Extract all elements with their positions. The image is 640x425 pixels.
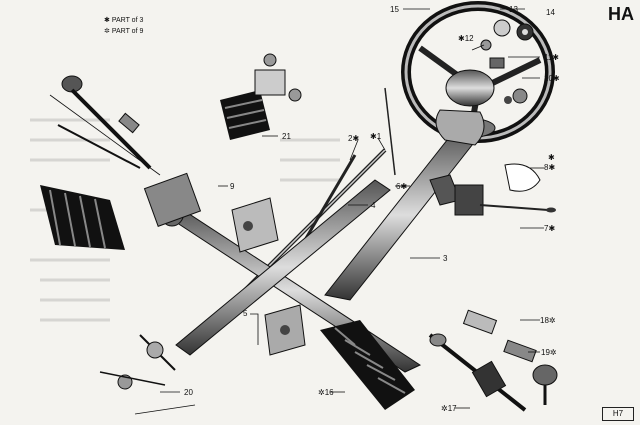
- callout-8: 8✱: [544, 163, 555, 172]
- callout-14: 14: [546, 8, 555, 17]
- legend-symbol: ✲: [104, 28, 110, 35]
- callout-1: ✱1: [370, 132, 382, 141]
- background-table: [30, 118, 340, 322]
- horn-push-parts: [493, 19, 534, 41]
- indicator-switch: [454, 163, 556, 216]
- callout-16: ✲16: [318, 388, 334, 397]
- callout-19: 19✲: [541, 348, 557, 357]
- callout-5: 5: [243, 309, 248, 318]
- legend-text: PART of 3: [111, 17, 144, 24]
- legend-item: ✲ PART of 9: [104, 26, 143, 37]
- callout-11: 11✱: [544, 53, 559, 62]
- page-reference: H7: [602, 407, 634, 421]
- rack-gaiter-right: [320, 320, 415, 410]
- rack-gaiter-left: [40, 185, 125, 250]
- legend-text: PART of 9: [111, 28, 144, 35]
- pinion-linkage: [99, 334, 176, 390]
- callout-20: 20: [184, 388, 193, 397]
- horn-contact-parts: [480, 39, 528, 104]
- callout-21: 21: [282, 132, 291, 141]
- callout-labels: 15 13 14 ✱12 11✱ 10✱ 21 2✱ ✱1 6✱ ✱ 8✱ 7✱…: [184, 5, 560, 413]
- callout-18: 18✲: [540, 316, 556, 325]
- leader-lines: [49, 8, 544, 415]
- tie-rod-left: [57, 75, 152, 170]
- column-mounting-bracket: [231, 197, 306, 356]
- callout-8b: ✱: [548, 153, 555, 162]
- callout-13: 13: [509, 5, 518, 14]
- callout-9: 9: [230, 182, 235, 191]
- callout-12: ✱12: [458, 34, 474, 43]
- callout-15: 15: [390, 5, 399, 14]
- callout-6: 6✱: [396, 182, 407, 191]
- legend-item: ✱ PART of 3: [104, 15, 143, 26]
- section-code: HA: [608, 4, 634, 24]
- tie-rod-end-parts: [462, 309, 558, 405]
- legend-symbol: ✱: [104, 17, 110, 24]
- universal-joint: [220, 53, 302, 140]
- callout-4: 4: [371, 201, 376, 210]
- callout-7: 7✱: [544, 224, 555, 233]
- tie-rod-right: [428, 333, 527, 412]
- callout-10: 10✱: [544, 74, 560, 83]
- callout-3: 3: [443, 254, 448, 263]
- callout-17: ✲17: [441, 404, 457, 413]
- lower-column-shaft: [175, 179, 391, 356]
- legend: ✱ PART of 3 ✲ PART of 9: [104, 15, 143, 37]
- callout-2: 2✱: [348, 134, 359, 143]
- steering-column-outer-tube: [324, 109, 496, 301]
